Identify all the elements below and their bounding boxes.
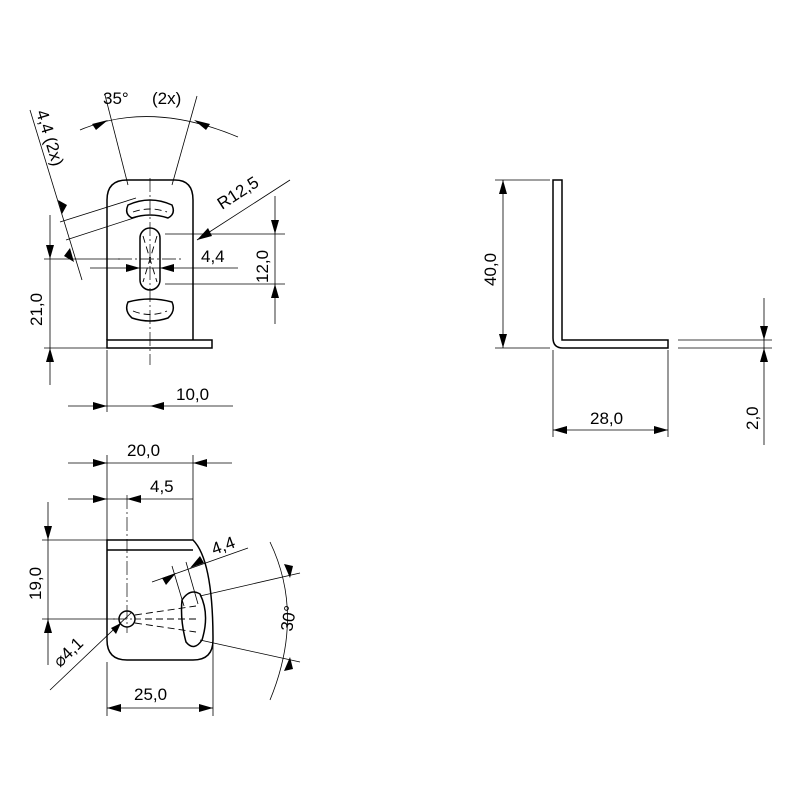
hole-dia-arrow: [111, 623, 121, 634]
height-19-arrow-top: [44, 526, 52, 540]
thickness-2-arrow-bottom: [760, 348, 768, 362]
angle-30-arrow-top: [284, 564, 293, 578]
hidden-slot-ray-1: [134, 605, 197, 616]
slot-width-2x-arrow-1: [58, 200, 67, 214]
slot-length-arrow-bottom: [271, 284, 279, 298]
height-21-label: 21,0: [27, 293, 46, 326]
offset-10-arrow-left: [93, 402, 107, 410]
slot-width-bottom-arrow-2: [190, 556, 204, 568]
front-view: 35° (2x) 4,4 (2x) R12,5 4,4 12,0 21,0: [27, 89, 291, 412]
thickness-2-arrow-top: [760, 326, 768, 340]
width-25-label: 25,0: [134, 685, 167, 704]
side-view-profile: [552, 179, 669, 349]
height-19-label: 19,0: [26, 567, 45, 600]
height-40-arrow-bottom: [499, 334, 507, 348]
height-40-arrow-top: [499, 180, 507, 194]
slot-width-2x-ext-2: [65, 215, 141, 241]
slot-width-bottom-label: 4,4: [209, 533, 238, 559]
slot-width-2x-label: 4,4 (2x): [32, 108, 67, 169]
angle-35-extension-right: [171, 95, 198, 186]
angle-30-arrow-bottom: [284, 657, 293, 671]
length-28-arrow-right: [654, 426, 668, 434]
slot-width-center-arrow-left: [126, 264, 140, 272]
side-view: 40,0 28,0 2,0: [481, 179, 772, 445]
hidden-slot-ray-2: [134, 622, 197, 633]
angle-35-arc: [79, 116, 239, 138]
length-28-label: 28,0: [590, 409, 623, 428]
slot-width-center-label: 4,4: [201, 247, 225, 266]
height-21-arrow-top: [46, 245, 54, 259]
angle-30-ext-1: [199, 572, 301, 597]
width-20-arrow-right: [193, 459, 207, 467]
height-21-arrow-bottom: [46, 348, 54, 362]
count-2x-top-label: (2x): [152, 89, 181, 108]
angle-30-arc: [269, 541, 288, 701]
slot-width-2x-arrow-2: [64, 248, 74, 262]
width-25-arrow-left: [107, 704, 121, 712]
length-28-arrow-left: [553, 426, 567, 434]
height-40-label: 40,0: [481, 253, 500, 286]
offset-4-5-label: 4,5: [150, 477, 174, 496]
lower-arc-slot: [125, 298, 175, 322]
slot-width-bottom-ext-1: [171, 565, 185, 607]
angle-35-arrow-right: [194, 120, 210, 130]
slot-width-bottom-ext-2: [185, 561, 199, 605]
slot-width-bottom-arrow-1: [162, 573, 176, 585]
slot-length-arrow-top: [271, 220, 279, 234]
upper-arc-slot: [125, 199, 175, 219]
thickness-2-label: 2,0: [743, 406, 762, 430]
slot-width-center-arrow-right: [160, 264, 174, 272]
width-25-arrow-right: [199, 704, 213, 712]
angle-30-label: 30°: [277, 604, 300, 633]
radius-label: R12,5: [214, 173, 262, 214]
offset-4-5-arrow-left: [93, 495, 107, 503]
slot-width-2x-ext-1: [59, 197, 137, 223]
front-view-outline: [106, 179, 194, 340]
offset-10-arrow-right: [150, 402, 164, 410]
top-view-outline: [106, 539, 214, 661]
offset-10-label: 10,0: [176, 385, 209, 404]
angle-35-label: 35°: [103, 89, 129, 108]
slot-length-label: 12,0: [253, 250, 272, 283]
top-view: 4,4 30° 20,0 4,5 19,0 ⌀4,1: [26, 441, 300, 716]
height-19-arrow-bottom: [44, 619, 52, 633]
front-view-flange: [106, 339, 213, 349]
angle-35-arrow-left: [92, 120, 108, 130]
width-20-label: 20,0: [127, 441, 160, 460]
slot-width-2x-leader: [29, 109, 83, 281]
angle-35-extension-left: [104, 94, 129, 186]
angle-30-ext-2: [199, 639, 301, 663]
width-20-arrow-left: [93, 459, 107, 467]
offset-4-5-arrow-right: [127, 495, 141, 503]
radius-leader: [196, 179, 291, 241]
hole-dia-label: ⌀4,1: [50, 634, 88, 671]
